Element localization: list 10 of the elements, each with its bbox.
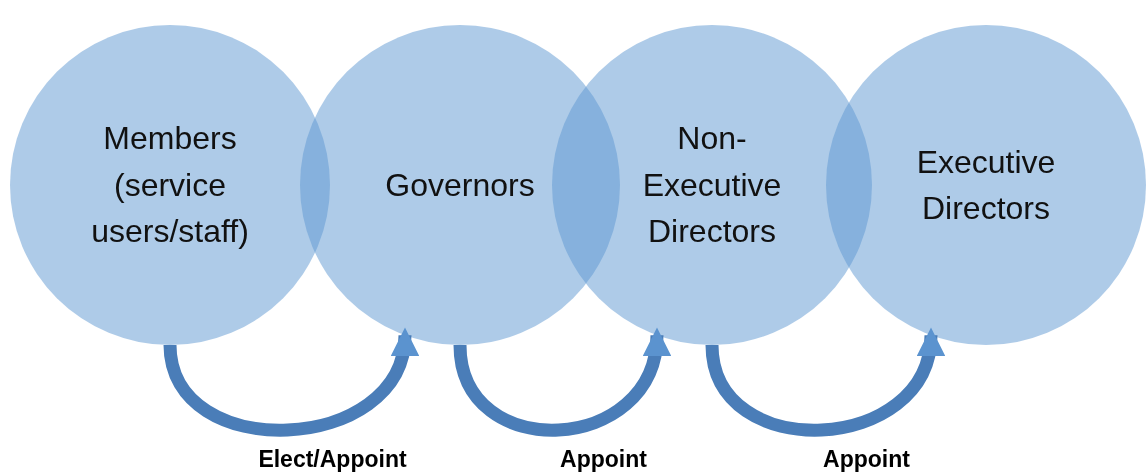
- circle-label: Executive Directors: [915, 142, 1057, 228]
- circle-label: Governors: [384, 165, 536, 205]
- curved-arrow: [705, 327, 942, 437]
- circle-label: Non-Executive Directors: [641, 119, 783, 252]
- curved-arrow: [163, 327, 416, 437]
- circle-label: Members (service users/staff): [90, 119, 250, 252]
- edge-label: Elect/Appoint: [258, 448, 407, 471]
- edge-label: Appoint: [560, 448, 647, 471]
- curved-arrow: [453, 327, 669, 437]
- edge-label: Appoint: [823, 448, 910, 471]
